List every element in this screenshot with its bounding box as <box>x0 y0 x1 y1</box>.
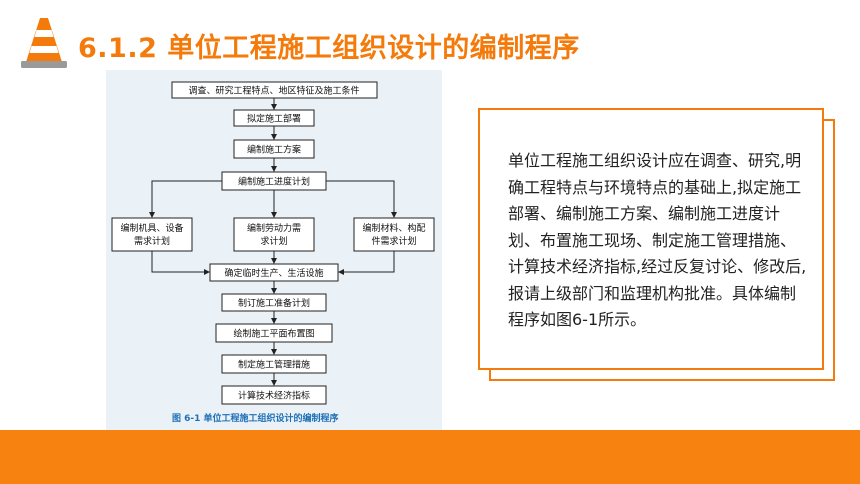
step-scheme-label: 编制施工方案 <box>247 144 301 156</box>
step-layout-label: 绘制施工平面布置图 <box>233 328 314 340</box>
step-materials-label-1: 编制材料、构配 <box>362 222 425 234</box>
step-labor: 编制劳动力需 求计划 <box>233 217 315 252</box>
figure-caption: 图 6-1 单位工程施工组织设计的编制程序 <box>172 412 339 424</box>
step-scheme: 编制施工方案 <box>233 139 315 159</box>
step-indicators-label: 计算技术经济指标 <box>238 390 310 402</box>
step-labor-label-2: 求计划 <box>260 235 287 247</box>
step-temporary-label: 确定临时生产、生活设施 <box>224 267 323 279</box>
step-labor-label-1: 编制劳动力需 <box>247 222 301 234</box>
traffic-cone-icon <box>21 18 67 68</box>
flowchart: 调查、研究工程特点、地区特征及施工条件 拟定施工部署 编制施工方案 编制施工进度… <box>111 81 435 424</box>
step-survey-label: 调查、研究工程特点、地区特征及施工条件 <box>188 85 359 97</box>
step-preparation: 制订施工准备计划 <box>221 293 327 312</box>
step-deploy: 拟定施工部署 <box>233 109 315 127</box>
step-temporary: 确定临时生产、生活设施 <box>209 263 339 282</box>
step-survey: 调查、研究工程特点、地区特征及施工条件 <box>171 81 378 99</box>
footer-bar <box>0 430 860 484</box>
flowchart-figure: 调查、研究工程特点、地区特征及施工条件 拟定施工部署 编制施工方案 编制施工进度… <box>106 70 442 430</box>
step-machines-label-1: 编制机具、设备 <box>120 222 183 234</box>
description-text: 单位工程施工组织设计应在调查、研究,明确工程特点与环境特点的基础上,拟定施工部署… <box>508 151 807 329</box>
step-measures-label: 制定施工管理措施 <box>238 359 310 371</box>
step-machines-label-2: 需求计划 <box>134 235 170 247</box>
step-schedule-label: 编制施工进度计划 <box>238 176 310 188</box>
step-layout: 绘制施工平面布置图 <box>215 323 333 343</box>
description-box: 单位工程施工组织设计应在调查、研究,明确工程特点与环境特点的基础上,拟定施工部署… <box>478 108 824 370</box>
step-materials-label-2: 件需求计划 <box>371 235 416 247</box>
step-deploy-label: 拟定施工部署 <box>247 113 301 125</box>
page-title: 6.1.2 单位工程施工组织设计的编制程序 <box>78 33 580 64</box>
step-indicators: 计算技术经济指标 <box>221 385 327 405</box>
step-preparation-label: 制订施工准备计划 <box>238 297 310 309</box>
step-materials: 编制材料、构配 件需求计划 <box>353 217 435 252</box>
step-schedule: 编制施工进度计划 <box>221 171 327 191</box>
step-machines: 编制机具、设备 需求计划 <box>111 217 193 252</box>
step-measures: 制定施工管理措施 <box>221 354 327 374</box>
